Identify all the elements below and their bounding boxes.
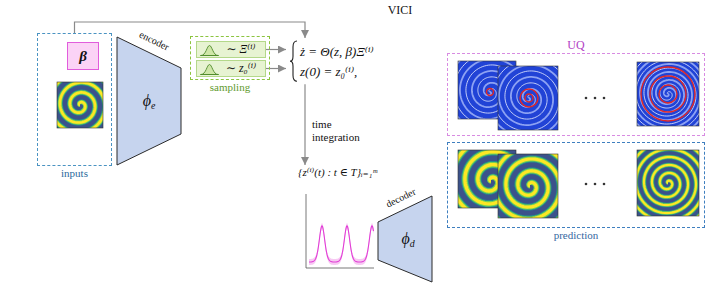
curly-brace <box>290 41 297 81</box>
ellipsis-dot <box>585 97 588 100</box>
uncertainty-ring <box>641 67 695 121</box>
distribution-box: ∼ Ξ⁽ⁱ⁾ <box>196 41 266 58</box>
equation-line: ż = Θ(z, β)Ξ⁽ⁱ⁾ <box>300 42 374 62</box>
parameter-symbol: β <box>79 47 87 65</box>
ellipsis-dot <box>585 183 588 186</box>
trajectory-set: {z⁽ⁱ⁾(t) : t ∈ T}ᵢ₌₁ᵐ <box>298 165 377 180</box>
input-group: βinputs <box>37 33 112 166</box>
spiral-arm <box>498 154 558 218</box>
arrow-connector <box>304 84 305 165</box>
ellipsis-dot <box>603 97 606 100</box>
uncertainty-ring <box>650 76 686 112</box>
uncertainty-panel: UQ <box>447 53 705 136</box>
uncertainty-image <box>637 62 699 126</box>
distribution-label: ∼ Ξ⁽ⁱ⁾ <box>226 42 255 57</box>
gaussian-icon <box>200 44 219 56</box>
ellipsis-dot <box>594 183 597 186</box>
panel-label: prediction <box>554 229 599 242</box>
spiral-arm <box>637 150 699 216</box>
uncertainty-image <box>498 66 558 130</box>
trapezoid <box>117 37 181 165</box>
ode-system: ż = Θ(z, β)Ξ⁽ⁱ⁾z(0) = z₀⁽ⁱ⁾, <box>286 38 377 84</box>
uncertainty-image <box>458 61 516 119</box>
parameter-box: β <box>67 42 99 70</box>
image-frame <box>498 66 558 130</box>
network-symbol: ϕd <box>401 229 414 250</box>
uncertainty-ring <box>525 94 533 102</box>
equation-line: z(0) = z₀⁽ⁱ⁾, <box>300 62 374 82</box>
spiral-arm <box>637 150 699 216</box>
gaussian-axis <box>200 74 219 75</box>
trajectory-curve <box>309 226 374 262</box>
group-label: inputs <box>61 167 88 180</box>
input-field-image <box>57 82 103 128</box>
uncertainty-ring <box>659 85 677 103</box>
prediction-panel: prediction <box>447 142 705 228</box>
uncertainty-ring <box>487 89 494 96</box>
gaussian-axis <box>200 55 219 56</box>
arrow-connector <box>266 49 286 50</box>
distribution-box: ∼ z₀⁽ⁱ⁾ <box>196 60 266 77</box>
image-frame <box>57 82 103 128</box>
group-label: sampling <box>210 81 250 94</box>
uncertainty-streak <box>458 61 516 119</box>
plot-axes <box>306 194 374 268</box>
spiral-arm <box>57 82 103 128</box>
uncertainty-streak <box>637 62 699 126</box>
image-frame <box>637 150 699 216</box>
encoder-block: encoderϕe <box>117 37 181 165</box>
image-frame <box>498 154 558 218</box>
spiral-arm <box>498 154 558 218</box>
distribution-label: ∼ z₀⁽ⁱ⁾ <box>226 61 256 76</box>
spiral-arm <box>57 82 103 128</box>
gaussian-curve <box>201 65 218 75</box>
uncertainty-streak <box>458 61 516 119</box>
diagram-title: VICI <box>388 3 413 18</box>
panel-label: UQ <box>567 38 584 52</box>
sampling-group: ∼ Ξ⁽ⁱ⁾∼ z₀⁽ⁱ⁾sampling <box>190 36 270 80</box>
uncertainty-ring <box>520 89 538 107</box>
prediction-image <box>498 154 558 218</box>
edge-label: time integration <box>312 118 372 143</box>
ellipsis-dot <box>603 183 606 186</box>
prediction-image <box>637 150 699 216</box>
trapezoid <box>378 196 432 282</box>
image-frame <box>637 62 699 126</box>
arrow-connector <box>266 68 286 69</box>
uncertainty-streak <box>498 66 558 130</box>
gaussian-curve <box>201 46 218 56</box>
gaussian-icon <box>200 63 219 75</box>
set-expression: {z⁽ⁱ⁾(t) : t ∈ T}ᵢ₌₁ᵐ <box>298 166 377 179</box>
decoder-block: decoderϕd <box>378 196 432 282</box>
network-symbol: ϕe <box>143 91 156 112</box>
uncertainty-band <box>309 223 374 265</box>
ellipsis-dot <box>594 97 597 100</box>
